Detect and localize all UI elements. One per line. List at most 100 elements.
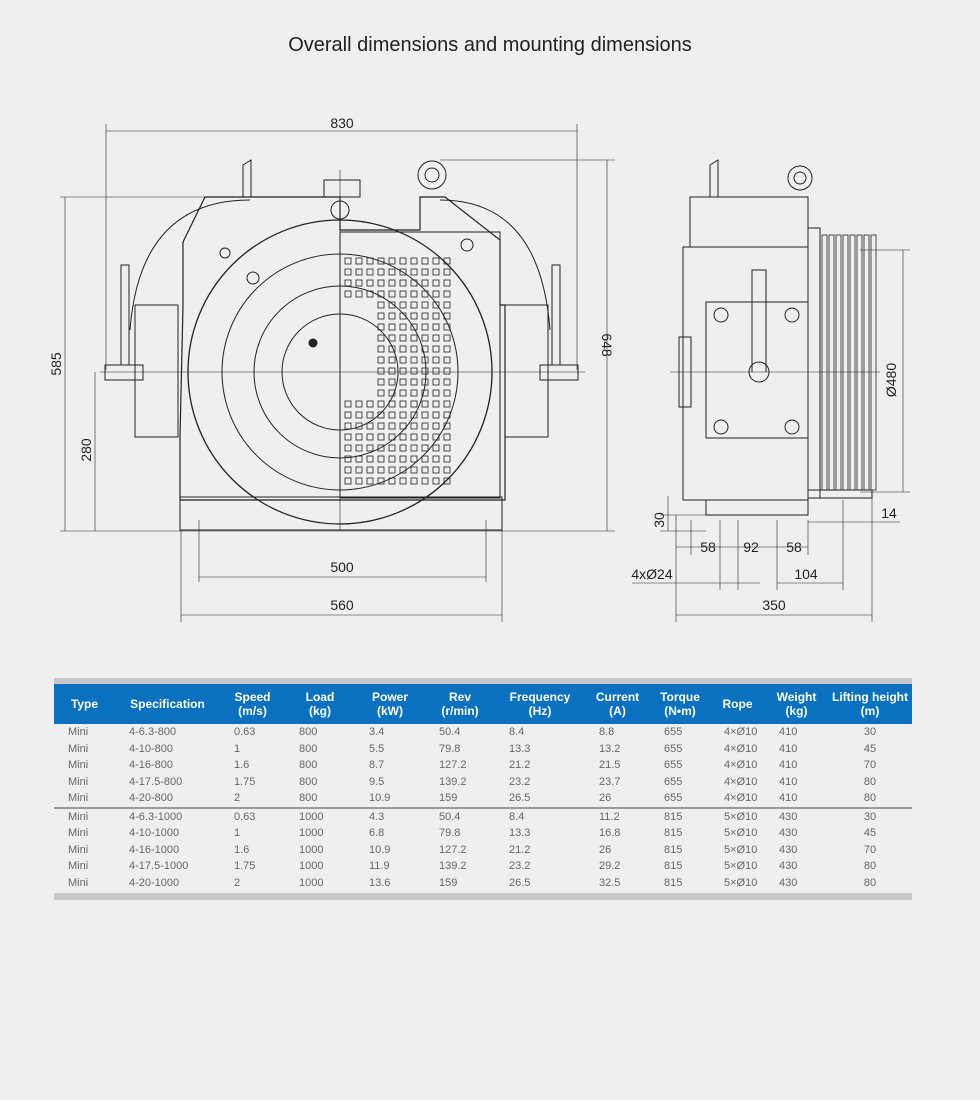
table-cell: 800 bbox=[299, 726, 318, 739]
vent-slot bbox=[410, 345, 418, 353]
table-cell: 5×Ø10 bbox=[724, 876, 758, 889]
vent-slot bbox=[443, 257, 451, 265]
vent-slot bbox=[366, 433, 374, 441]
vent-slot bbox=[410, 268, 418, 276]
table-cell: 45 bbox=[863, 827, 877, 840]
vent-slot bbox=[355, 433, 363, 441]
vent-slot bbox=[399, 422, 407, 430]
table-cell: 4-20-1000 bbox=[129, 876, 180, 889]
dim-holes: 4xØ24 bbox=[631, 566, 672, 582]
vent-slot bbox=[421, 279, 429, 287]
vent-slot bbox=[377, 356, 385, 364]
pulley-groove bbox=[842, 234, 849, 491]
table-cell: 10.9 bbox=[369, 792, 391, 805]
vent-slot bbox=[432, 400, 440, 408]
vent-slot bbox=[399, 312, 407, 320]
table-cell: 127.2 bbox=[439, 759, 467, 772]
vent-slot bbox=[377, 477, 385, 485]
vent-slot bbox=[377, 345, 385, 353]
vent-slot bbox=[377, 312, 385, 320]
vent-slot bbox=[410, 477, 418, 485]
vent-slot bbox=[388, 400, 396, 408]
vent-slot bbox=[399, 378, 407, 386]
column-header: Lifting height(m) bbox=[828, 684, 912, 724]
table-cell: 23.2 bbox=[509, 775, 531, 788]
table-cell: 30 bbox=[863, 726, 877, 739]
vent-slot bbox=[355, 400, 363, 408]
vent-slot bbox=[443, 301, 451, 309]
vent-slot bbox=[443, 444, 451, 452]
vent-slot bbox=[399, 400, 407, 408]
table-cell: 8.7 bbox=[369, 759, 385, 772]
vent-slot bbox=[443, 290, 451, 298]
dim-648: 648 bbox=[599, 333, 615, 357]
table-cell: 410 bbox=[779, 759, 798, 772]
table-cell: 1000 bbox=[285, 806, 355, 825]
table-cell: 800 bbox=[299, 742, 318, 755]
vent-slot bbox=[388, 268, 396, 276]
table-cell: 1 bbox=[234, 827, 241, 840]
vent-slot bbox=[344, 400, 352, 408]
header-label: Weight bbox=[776, 690, 817, 704]
vent-slot bbox=[410, 400, 418, 408]
vent-slot bbox=[388, 334, 396, 342]
dim-350: 350 bbox=[762, 597, 786, 613]
header-label: Rev bbox=[448, 690, 471, 704]
vent-slot bbox=[421, 268, 429, 276]
pulley-groove bbox=[849, 234, 856, 491]
table-cell: 26.5 bbox=[509, 876, 531, 889]
vent-slot bbox=[355, 257, 363, 265]
vent-slot bbox=[355, 422, 363, 430]
vent-slot bbox=[388, 466, 396, 474]
vent-slot bbox=[344, 466, 352, 474]
vent-slot bbox=[443, 312, 451, 320]
vent-slot bbox=[443, 334, 451, 342]
vent-slot bbox=[399, 455, 407, 463]
table-cell: 1000 bbox=[299, 843, 324, 856]
vent-slot bbox=[388, 389, 396, 397]
vent-slot bbox=[366, 411, 374, 419]
header-unit: (A) bbox=[609, 704, 626, 718]
vent-slot bbox=[421, 334, 429, 342]
vent-slot bbox=[432, 367, 440, 375]
vent-slot bbox=[388, 477, 396, 485]
table-cell: 410 bbox=[779, 726, 798, 739]
vent-slot bbox=[399, 290, 407, 298]
table-cell: 4-10-800 bbox=[129, 742, 174, 755]
vent-slot bbox=[421, 312, 429, 320]
vent-slot bbox=[432, 301, 440, 309]
vent-slot bbox=[399, 477, 407, 485]
vent-slot bbox=[432, 433, 440, 441]
vent-slot bbox=[344, 433, 352, 441]
vent-slot bbox=[388, 290, 396, 298]
table-cell: 815 bbox=[664, 843, 683, 856]
vent-slot bbox=[355, 477, 363, 485]
table-cell: 2 bbox=[234, 876, 241, 889]
vent-slot bbox=[432, 257, 440, 265]
table-cell: 655 bbox=[664, 792, 683, 805]
column-header: Frequency(Hz) bbox=[495, 684, 585, 724]
table-cell: 80 bbox=[863, 792, 877, 805]
table-cell: 0.63 bbox=[220, 806, 285, 825]
vent-slot bbox=[443, 422, 451, 430]
dim-30: 30 bbox=[651, 512, 667, 528]
column-header: Type bbox=[54, 684, 115, 724]
table-cell: 26 bbox=[599, 843, 612, 856]
vent-slot bbox=[399, 301, 407, 309]
table-cell: 29.2 bbox=[599, 860, 621, 873]
table-cell: 45 bbox=[863, 742, 877, 755]
pulley-groove bbox=[870, 234, 877, 491]
vent-slot bbox=[432, 411, 440, 419]
column-header: Speed(m/s) bbox=[220, 684, 285, 724]
vent-slot bbox=[410, 312, 418, 320]
vent-slot bbox=[355, 455, 363, 463]
table-cell: 5×Ø10 bbox=[724, 860, 758, 873]
table-cell: 13.2 bbox=[599, 742, 621, 755]
table-cell: 79.8 bbox=[439, 827, 461, 840]
vent-slot bbox=[366, 455, 374, 463]
table-cell: 5.5 bbox=[369, 742, 385, 755]
page-title: Overall dimensions and mounting dimensio… bbox=[288, 34, 692, 56]
vent-slot bbox=[421, 356, 429, 364]
